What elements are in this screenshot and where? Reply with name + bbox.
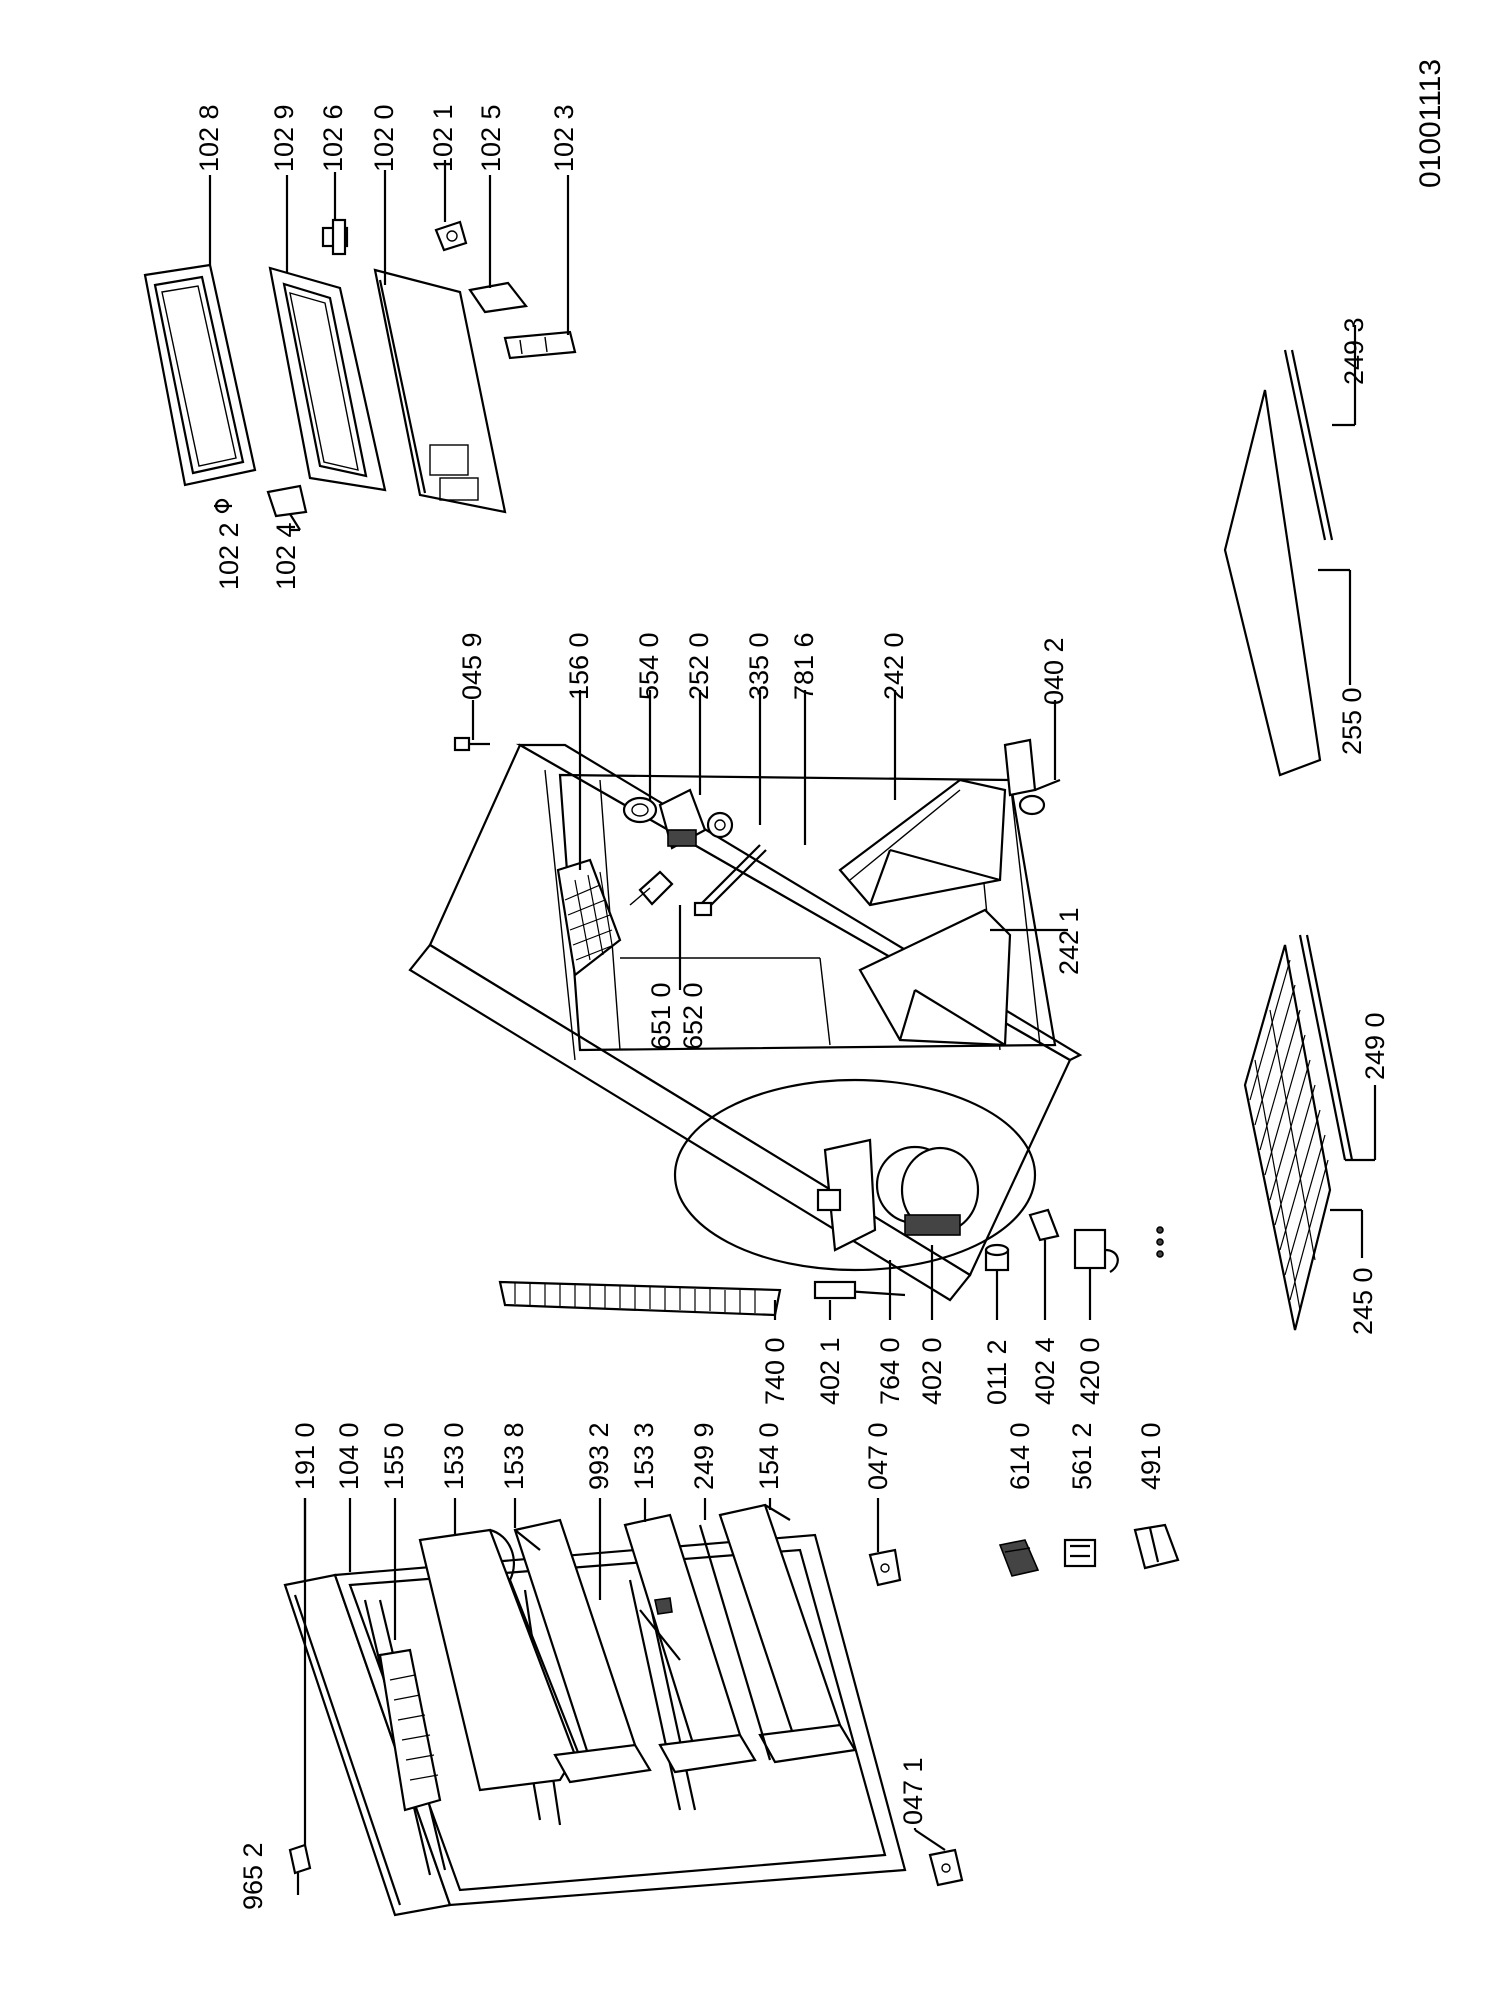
label-2493: 249 3 [1339, 317, 1369, 385]
drawer-upper [838, 778, 1007, 907]
label-0470: 047 0 [863, 1422, 893, 1490]
label-4200: 420 0 [1075, 1337, 1105, 1405]
bottle-retainer [698, 1524, 772, 1761]
label-1533: 153 3 [629, 1422, 659, 1490]
label-7640: 764 0 [875, 1337, 905, 1405]
thermostat-part [658, 788, 707, 850]
hinge-0470 [868, 1548, 902, 1587]
label-4024: 402 4 [1030, 1337, 1060, 1405]
door-group: 965 2 191 0 104 0 155 0 153 0 153 8 993 … [238, 1422, 964, 1917]
shelf-retainer-2490 [1298, 934, 1354, 1161]
label-4021: 402 1 [815, 1337, 845, 1405]
label-5540: 554 0 [634, 632, 664, 700]
label-1540: 154 0 [754, 1422, 784, 1490]
label-4020: 402 0 [917, 1337, 947, 1405]
light-switch-part [629, 870, 674, 906]
hinge-part [321, 218, 349, 256]
part-5612 [1063, 1538, 1097, 1568]
label-1530: 153 0 [439, 1422, 469, 1490]
top-parts-group: 102 8 102 9 102 6 102 0 102 1 102 5 102 … [143, 104, 579, 590]
part-6140 [998, 1539, 1040, 1577]
label-1029: 102 9 [269, 104, 299, 172]
label-1025: 102 5 [476, 104, 506, 172]
glass-shelf-2550 [1223, 389, 1322, 777]
label-5612: 561 2 [1067, 1422, 1097, 1490]
label-1550: 155 0 [379, 1422, 409, 1490]
label-6520: 652 0 [678, 982, 708, 1050]
door-shelf-1538 [513, 1518, 652, 1784]
knob-part [706, 811, 734, 839]
label-9932: 993 2 [584, 1422, 614, 1490]
shelf-trim-2493 [1283, 349, 1334, 541]
retainer-clip [639, 1597, 681, 1661]
label-2520: 252 0 [684, 632, 714, 700]
gasket-frame-part [143, 263, 257, 487]
label-2490: 249 0 [1360, 1012, 1390, 1080]
foot-0402 [1003, 738, 1046, 816]
label-0112: 011 2 [982, 1339, 1012, 1405]
drawer-lower [858, 908, 1012, 1047]
loose-parts-group: 614 0 561 2 491 0 [998, 1422, 1180, 1577]
label-1021: 102 1 [428, 104, 458, 172]
label-1560: 156 0 [564, 632, 594, 700]
relay-part-4200 [1073, 1228, 1119, 1273]
strip-part [503, 330, 577, 360]
label-0459: 045 9 [457, 632, 487, 700]
label-7816: 781 6 [789, 632, 819, 700]
inner-door-panel-part [268, 266, 387, 492]
label-1040: 104 0 [334, 1422, 364, 1490]
label-4910: 491 0 [1136, 1422, 1166, 1490]
condenser-coil [498, 1280, 782, 1317]
part-4910 [1133, 1523, 1180, 1570]
label-3350: 335 0 [744, 632, 774, 700]
label-2550: 255 0 [1337, 687, 1367, 755]
label-2421: 242 1 [1054, 907, 1084, 975]
pad-part [468, 281, 529, 314]
drain-tube-part [693, 844, 767, 917]
label-1028: 102 8 [194, 104, 224, 172]
door-shelf-1540 [718, 1503, 857, 1764]
cabinet-group: 045 9 156 0 554 0 252 0 335 0 781 6 242 … [408, 632, 1164, 1405]
shelves-group: 249 3 255 0 249 0 245 0 [1223, 317, 1390, 1335]
outer-door-panel-part [373, 268, 507, 514]
label-2420: 242 0 [879, 632, 909, 700]
hinge-pin-9652 [288, 1843, 312, 1895]
clip-part-4024 [1028, 1208, 1060, 1242]
egg-tray [378, 1648, 442, 1812]
label-9652: 965 2 [238, 1842, 268, 1910]
label-7400: 740 0 [760, 1337, 790, 1405]
hinge-0471 [928, 1848, 964, 1887]
label-1022: 102 2 [214, 522, 244, 590]
label-1024: 102 4 [271, 522, 301, 590]
label-1910: 191 0 [290, 1422, 320, 1490]
screw-0459 [453, 736, 490, 752]
label-1023: 102 3 [549, 104, 579, 172]
label-0402: 040 2 [1039, 637, 1069, 705]
label-6140: 614 0 [1005, 1422, 1035, 1490]
starter-part-0112 [984, 1243, 1010, 1272]
door-shelf-1533 [623, 1513, 757, 1774]
lamp-socket-part [622, 796, 658, 824]
label-2499: 249 9 [689, 1422, 719, 1490]
doc-ref-label: 01001113 [1414, 59, 1447, 188]
label-0471: 047 1 [898, 1757, 928, 1825]
label-2450: 245 0 [1348, 1267, 1378, 1335]
latch-part [434, 220, 468, 252]
clip-part [266, 484, 308, 518]
wire-shelf-2450 [1243, 944, 1332, 1331]
label-6510: 651 0 [646, 982, 676, 1050]
label-1020: 102 0 [369, 104, 399, 172]
fan-grille [564, 871, 615, 961]
compressor [813, 1138, 980, 1300]
label-1026: 102 6 [318, 104, 348, 172]
label-1538: 153 8 [499, 1422, 529, 1490]
